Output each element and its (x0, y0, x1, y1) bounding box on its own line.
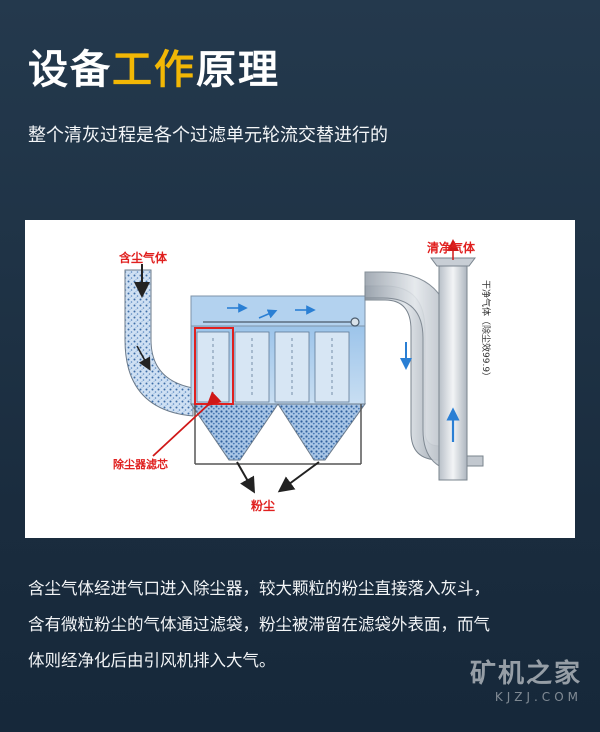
housing-top (190, 295, 366, 327)
filter-pointer-arrow (152, 391, 222, 457)
inlet-label: 含尘气体 (119, 250, 168, 265)
outlet-label: 清净气体 (427, 240, 476, 255)
watermark: 矿机之家 KJZJ.COM (470, 658, 582, 704)
diagram-panel: 含尘气体 清净气体 除尘器滤芯 粉尘 干净气体（除尘效99.9） (25, 220, 575, 538)
page-title: 设备工作原理 (28, 44, 280, 96)
inlet-duct (124, 269, 194, 417)
clean-gas-note: 干净气体（除尘效99.9） (480, 280, 492, 381)
exhaust-stack (438, 265, 468, 481)
page-subtitle: 整个清灰过程是各个过滤单元轮流交替进行的 (28, 125, 388, 146)
filter-label: 除尘器滤芯 (113, 457, 168, 471)
title-highlight: 工作 (112, 47, 196, 93)
flow-arrows-top (227, 303, 316, 319)
title-part-2: 原理 (196, 47, 280, 93)
dust-collector-diagram: 含尘气体 清净气体 除尘器滤芯 粉尘 干净气体（除尘效99.9） (113, 239, 492, 513)
dust-arrow-left (236, 461, 255, 494)
watermark-name: 矿机之家 (469, 659, 582, 689)
dust-hopper-right (277, 403, 366, 461)
watermark-url: KJZJ.COM (494, 690, 582, 704)
stack-fan (466, 455, 484, 467)
dust-label: 粉尘 (251, 498, 275, 513)
title-part-1: 设备 (28, 47, 112, 93)
filter-bags (196, 331, 350, 403)
description-line-1: 含尘气体经进气口进入除尘器，较大颗粒的粉尘直接落入灰斗， (28, 579, 490, 598)
pulse-blow-pipes (203, 317, 360, 327)
description-line-2: 含有微粒粉尘的气体通过滤袋，粉尘被滞留在滤袋外表面，而气 (28, 615, 490, 634)
dust-hopper-left (190, 403, 279, 461)
stack-cap (430, 257, 476, 267)
description-line-3: 体则经净化后由引风机排入大气。 (28, 651, 276, 670)
support-legs (194, 404, 362, 465)
inlet-flow-arrow (136, 345, 151, 371)
dust-arrow-right (277, 461, 320, 493)
